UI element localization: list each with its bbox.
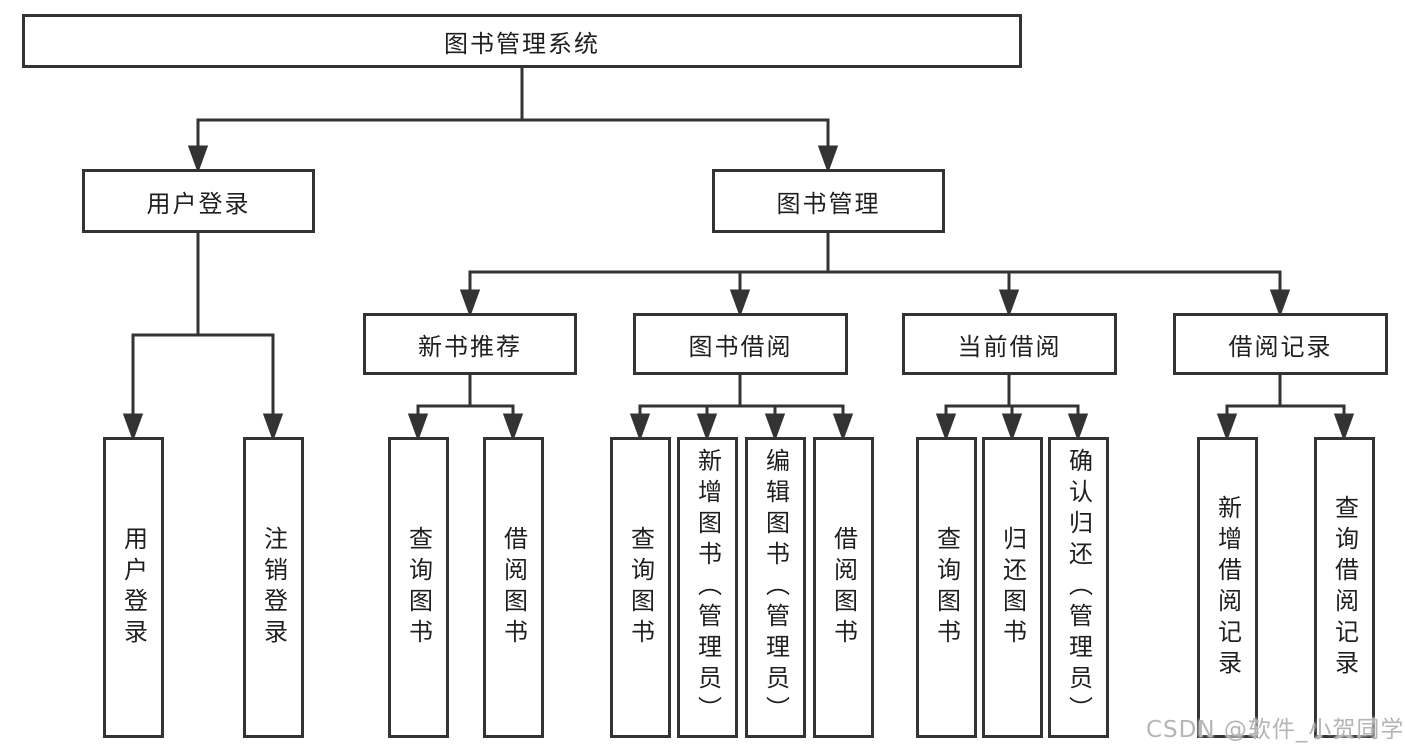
- connector-book-borrow-to-leaves: [629, 373, 854, 442]
- leaf-borrow-books: 借阅图书: [813, 437, 874, 738]
- arrowhead-icon: [729, 289, 751, 318]
- arrowhead-icon: [459, 289, 481, 318]
- connector-current-borrow-to-leaves: [935, 373, 1089, 442]
- leaf-query-books-borrow: 查询图书: [610, 437, 671, 738]
- arrowhead-icon: [1333, 413, 1355, 442]
- leaf-edit-book-admin: 编辑图书（管理员）: [745, 437, 806, 738]
- arrowhead-icon: [1067, 413, 1089, 442]
- leaf-query-books-recommend: 查询图书: [388, 437, 449, 738]
- leaf-query-books-current: 查询图书: [916, 437, 977, 738]
- arrowhead-icon: [998, 289, 1020, 318]
- arrowhead-icon: [1001, 413, 1023, 442]
- arrowhead-icon: [696, 413, 718, 442]
- arrowhead-icon: [407, 413, 429, 442]
- node-book-management: 图书管理: [712, 169, 945, 233]
- arrowhead-icon: [764, 413, 786, 442]
- arrowhead-icon: [187, 145, 209, 174]
- leaf-return-book: 归还图书: [982, 437, 1043, 738]
- connector-new-book-recommend-to-leaves: [407, 373, 524, 442]
- arrowhead-icon: [935, 413, 957, 442]
- connector-borrow-records-to-leaves: [1216, 373, 1355, 442]
- leaf-logout: 注销登录: [243, 437, 304, 738]
- connector-book-management-to-level2: [459, 231, 1291, 318]
- node-current-borrow: 当前借阅: [902, 313, 1117, 375]
- arrowhead-icon: [1216, 413, 1238, 442]
- arrowhead-icon: [817, 145, 839, 174]
- arrowhead-icon: [1269, 289, 1291, 318]
- arrowhead-icon: [122, 413, 144, 442]
- arrowhead-icon: [832, 413, 854, 442]
- leaf-confirm-return-admin: 确认归还（管理员）: [1048, 437, 1109, 738]
- node-user-login: 用户登录: [82, 169, 315, 233]
- arrowhead-icon: [262, 413, 284, 442]
- connector-user-login-to-leaves: [122, 231, 284, 442]
- arrowhead-icon: [502, 413, 524, 442]
- node-root: 图书管理系统: [22, 14, 1022, 68]
- leaf-borrow-books-recommend: 借阅图书: [483, 437, 544, 738]
- node-new-book-recommend: 新书推荐: [363, 313, 577, 375]
- csdn-watermark: CSDN @软件_小贺同学: [1146, 717, 1405, 743]
- node-book-borrow: 图书借阅: [633, 313, 848, 375]
- arrowhead-icon: [629, 413, 651, 442]
- connector-root-to-level1: [187, 66, 839, 174]
- leaf-add-book-admin: 新增图书（管理员）: [677, 437, 738, 738]
- node-borrow-records: 借阅记录: [1173, 313, 1388, 375]
- leaf-query-borrow-record: 查询借阅记录: [1314, 437, 1375, 738]
- leaf-add-borrow-record: 新增借阅记录: [1197, 437, 1258, 738]
- leaf-user-login: 用户登录: [103, 437, 164, 738]
